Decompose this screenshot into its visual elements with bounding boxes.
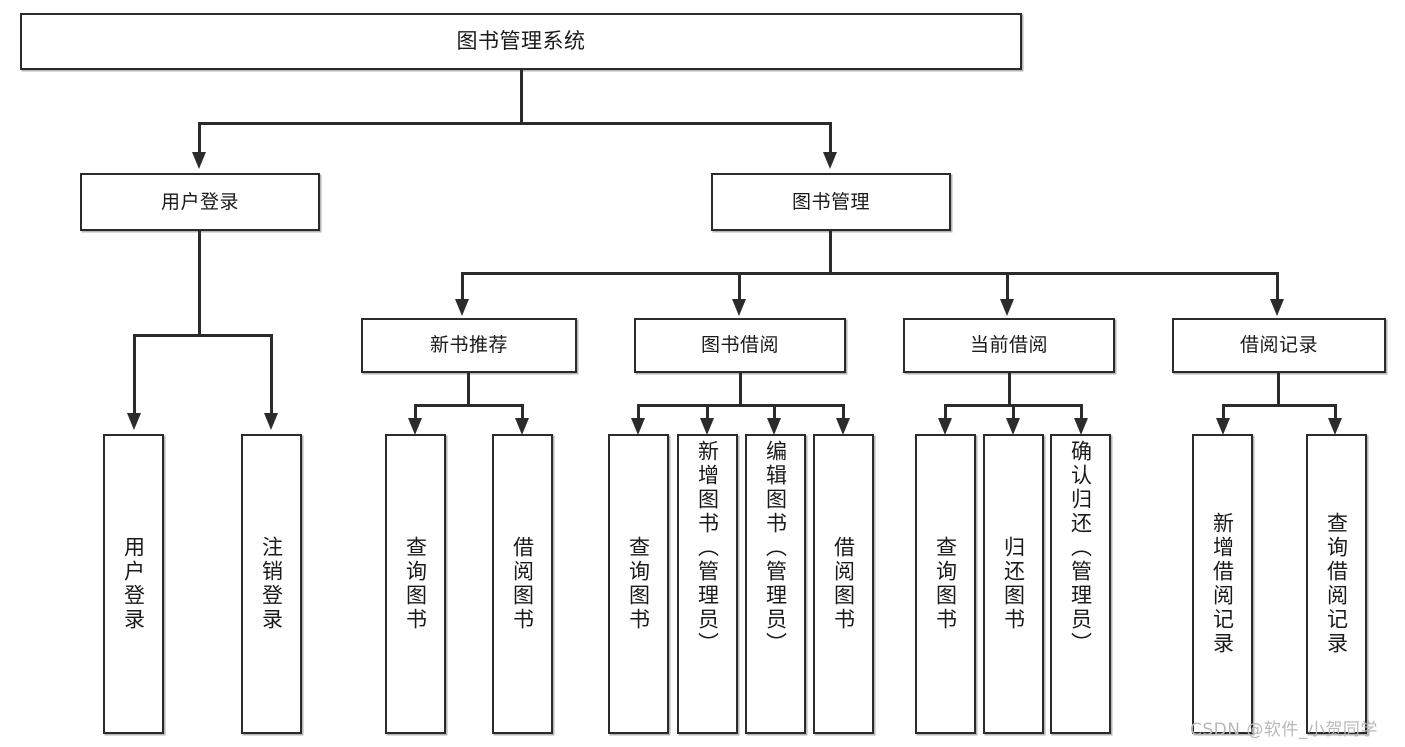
arrow-bb-borrow bbox=[836, 418, 850, 435]
arrow-br-query bbox=[1328, 418, 1342, 435]
node-borrow-record[interactable]: 借阅记录 bbox=[1172, 318, 1386, 373]
connector-drop-cb-return bbox=[1012, 404, 1015, 422]
csdn-watermark: CSDN @软件_小贺同学 bbox=[1190, 720, 1378, 740]
leaf-bb-borrow-book[interactable]: 借阅图书 bbox=[813, 434, 874, 734]
connector-level1-bus bbox=[198, 122, 832, 125]
node-label: 编辑图书（管理员） bbox=[763, 440, 788, 656]
arrow-nb-query bbox=[408, 418, 422, 435]
node-book-management[interactable]: 图书管理 bbox=[711, 173, 951, 231]
node-label: 查询图书 bbox=[403, 536, 428, 632]
connector-drop-bb-add bbox=[706, 404, 709, 422]
arrow-user-login bbox=[192, 152, 206, 169]
node-label: 查询借阅记录 bbox=[1324, 512, 1349, 656]
arrow-br-add bbox=[1216, 418, 1230, 435]
connector-book-borrow-bus bbox=[637, 404, 845, 407]
node-new-book-recommend[interactable]: 新书推荐 bbox=[361, 318, 577, 373]
node-label: 注销登录 bbox=[259, 536, 284, 632]
connector-drop-borrow-record bbox=[1276, 272, 1279, 302]
leaf-bb-query-book[interactable]: 查询图书 bbox=[608, 434, 669, 734]
node-book-borrow[interactable]: 图书借阅 bbox=[634, 318, 846, 373]
connector-book-manage-stem bbox=[829, 231, 832, 275]
node-label: 新增借阅记录 bbox=[1210, 512, 1235, 656]
leaf-bb-edit-book-admin[interactable]: 编辑图书（管理员） bbox=[745, 434, 806, 734]
node-label: 借阅记录 bbox=[1239, 334, 1318, 357]
connector-drop-bb-query bbox=[637, 404, 640, 422]
connector-borrow-record-bus bbox=[1222, 404, 1337, 407]
leaf-br-add-record[interactable]: 新增借阅记录 bbox=[1192, 434, 1253, 734]
node-current-borrow[interactable]: 当前借阅 bbox=[903, 318, 1115, 373]
connector-new-book-stem bbox=[467, 373, 470, 407]
connector-drop-user-login bbox=[198, 122, 201, 155]
node-label: 图书管理系统 bbox=[456, 29, 586, 54]
arrow-borrow-record bbox=[1270, 299, 1284, 316]
connector-drop-bb-borrow bbox=[842, 404, 845, 422]
connector-drop-book-borrow bbox=[738, 272, 741, 302]
arrow-new-book bbox=[455, 299, 469, 316]
node-root-system[interactable]: 图书管理系统 bbox=[20, 13, 1022, 70]
connector-drop-leaf-user-login bbox=[133, 334, 136, 416]
connector-drop-br-add bbox=[1222, 404, 1225, 422]
connector-book-borrow-stem bbox=[739, 373, 742, 407]
arrow-bb-query bbox=[631, 418, 645, 435]
connector-root-stem bbox=[520, 70, 523, 123]
node-label: 借阅图书 bbox=[510, 536, 535, 632]
connector-borrow-record-stem bbox=[1277, 373, 1280, 407]
node-label: 确认归还（管理员） bbox=[1068, 440, 1093, 656]
connector-drop-nb-query bbox=[414, 404, 417, 422]
node-label: 图书借阅 bbox=[700, 334, 779, 357]
arrow-leaf-user-login bbox=[127, 413, 141, 430]
arrow-cb-query bbox=[938, 418, 952, 435]
connector-user-login-bus bbox=[133, 334, 273, 337]
node-label: 用户登录 bbox=[121, 536, 146, 632]
connector-drop-book-manage bbox=[829, 122, 832, 155]
arrow-bb-edit bbox=[767, 418, 781, 435]
arrow-bb-add bbox=[700, 418, 714, 435]
connector-drop-leaf-logout bbox=[270, 334, 273, 416]
leaf-nb-borrow-book[interactable]: 借阅图书 bbox=[492, 434, 553, 734]
node-label: 当前借阅 bbox=[969, 334, 1048, 357]
node-label: 借阅图书 bbox=[831, 536, 856, 632]
node-label: 新增图书（管理员） bbox=[695, 440, 720, 656]
arrow-book-manage bbox=[823, 152, 837, 169]
arrow-cb-confirm bbox=[1074, 418, 1088, 435]
node-label: 查询图书 bbox=[626, 536, 651, 632]
connector-level2-bus bbox=[461, 272, 1279, 275]
connector-drop-br-query bbox=[1334, 404, 1337, 422]
node-label: 新书推荐 bbox=[429, 334, 508, 357]
leaf-bb-add-book-admin[interactable]: 新增图书（管理员） bbox=[677, 434, 738, 734]
arrow-book-borrow bbox=[732, 299, 746, 316]
node-label: 用户登录 bbox=[160, 190, 239, 213]
node-label: 查询图书 bbox=[933, 536, 958, 632]
node-user-login[interactable]: 用户登录 bbox=[80, 173, 320, 231]
leaf-cb-confirm-return-admin[interactable]: 确认归还（管理员） bbox=[1050, 434, 1111, 734]
connector-drop-nb-borrow bbox=[521, 404, 524, 422]
node-label: 图书管理 bbox=[791, 190, 870, 213]
connector-current-borrow-stem bbox=[1008, 373, 1011, 407]
node-label: 归还图书 bbox=[1001, 536, 1026, 632]
leaf-br-query-record[interactable]: 查询借阅记录 bbox=[1306, 434, 1367, 734]
arrow-nb-borrow bbox=[515, 418, 529, 435]
connector-user-login-stem bbox=[198, 231, 201, 336]
leaf-nb-query-book[interactable]: 查询图书 bbox=[385, 434, 446, 734]
arrow-leaf-logout bbox=[264, 413, 278, 430]
arrow-current-borrow bbox=[1000, 299, 1014, 316]
connector-drop-new-book bbox=[461, 272, 464, 302]
leaf-user-login[interactable]: 用户登录 bbox=[103, 434, 164, 734]
connector-drop-cb-query bbox=[944, 404, 947, 422]
leaf-cb-query-book[interactable]: 查询图书 bbox=[915, 434, 976, 734]
connector-drop-current-borrow bbox=[1006, 272, 1009, 302]
leaf-logout[interactable]: 注销登录 bbox=[241, 434, 302, 734]
leaf-cb-return-book[interactable]: 归还图书 bbox=[983, 434, 1044, 734]
arrow-cb-return bbox=[1006, 418, 1020, 435]
connector-drop-bb-edit bbox=[773, 404, 776, 422]
connector-drop-cb-confirm bbox=[1080, 404, 1083, 422]
connector-new-book-bus bbox=[414, 404, 524, 407]
